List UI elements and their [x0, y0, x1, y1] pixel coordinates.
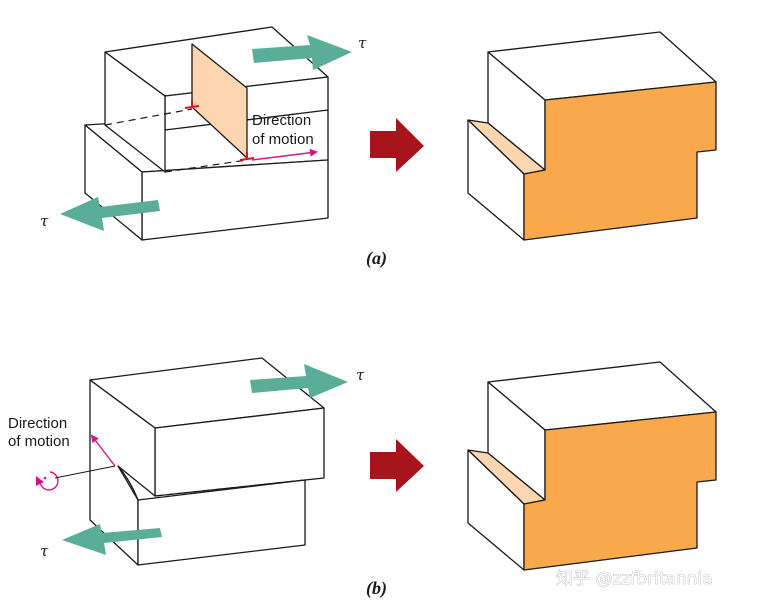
result-front-a	[523, 81, 717, 241]
motion-arrow-a	[251, 148, 318, 161]
dislocation-symbol-a1	[184, 100, 200, 109]
block-b-before	[36, 357, 325, 566]
shear-arrow-b-top	[250, 364, 348, 398]
panel-label-b: (b)	[366, 578, 387, 599]
watermark-text: 知乎 @zzfbritannia	[556, 569, 713, 589]
block-a-after	[467, 31, 717, 241]
direction-label-b-line2: of motion	[8, 433, 70, 450]
glide-line-a2	[164, 159, 248, 173]
screw-line-b	[117, 465, 139, 501]
rotation-arrow-b	[39, 471, 59, 491]
lower-block-front-a	[141, 159, 329, 241]
tau-label-b-top: τ	[356, 366, 365, 384]
tau-label-a-bottom: τ	[40, 212, 49, 230]
direction-label-b-line1: Direction	[8, 415, 67, 432]
dislocation-symbol-a2	[239, 152, 255, 161]
motion-arrow-b	[90, 434, 116, 467]
panel-label-a: (a)	[366, 248, 387, 269]
direction-label-a-line1: Direction	[252, 112, 311, 129]
block-b-after	[467, 361, 717, 571]
shear-arrow-b-bottom	[62, 524, 162, 555]
result-front-b	[523, 411, 717, 571]
shear-arrow-a-bottom	[60, 197, 160, 231]
glide-line-a1	[104, 108, 193, 126]
rotation-arrowhead-b	[36, 476, 44, 486]
glide-line-b	[154, 479, 306, 497]
tau-label-b-bottom: τ	[40, 542, 49, 560]
shear-arrow-a-top	[252, 35, 352, 70]
lower-block-front-b	[137, 479, 306, 566]
result-arrow-a	[370, 118, 424, 172]
result-arrow-b	[370, 439, 424, 492]
block-a-before	[84, 26, 329, 241]
leader-line-b	[54, 465, 116, 479]
rotation-center-b	[43, 476, 47, 480]
tau-label-a-top: τ	[358, 34, 367, 52]
direction-label-a-line2: of motion	[252, 131, 314, 148]
